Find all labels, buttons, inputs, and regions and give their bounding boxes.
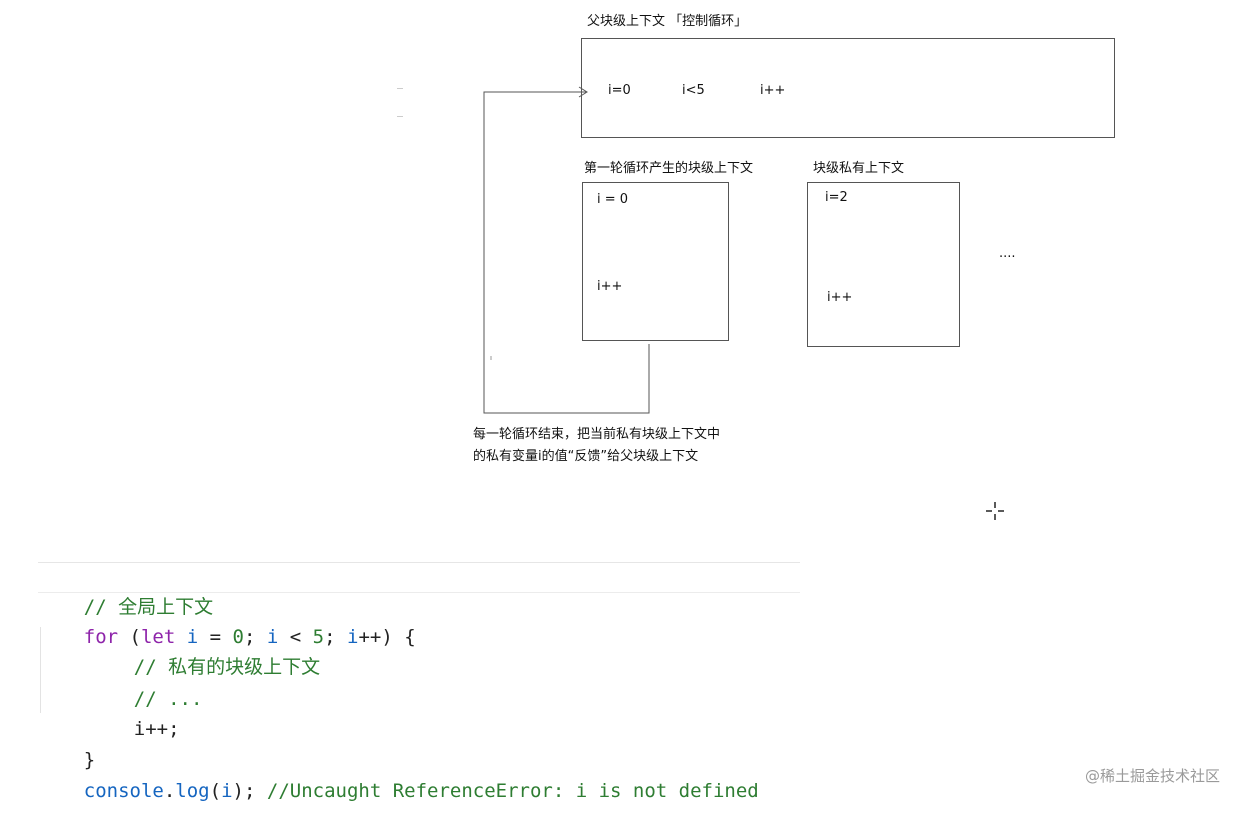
- first-block-title: 第一轮循环产生的块级上下文: [584, 161, 754, 176]
- private-block-title: 块级私有上下文: [813, 161, 905, 176]
- code-line-6: }: [38, 715, 95, 771]
- code-comment: // 全局上下文: [83, 596, 214, 618]
- first-block-var: i = 0: [597, 192, 629, 207]
- code-line-7: console.log(i); //Uncaught ReferenceErro…: [38, 746, 759, 802]
- code-line-separator: [38, 592, 800, 593]
- code-line-3: // 私有的块级上下文: [88, 622, 320, 678]
- private-block-box: i=2 i++: [807, 182, 960, 347]
- code-statement: i++;: [133, 718, 180, 740]
- parent-condition: i<5: [682, 83, 705, 98]
- feedback-note-line2: 的私有变量i的值“反馈”给父块级上下文: [473, 449, 699, 464]
- stray-mark: [397, 88, 403, 89]
- code-punct: ;: [324, 626, 348, 648]
- code-number: 0: [232, 626, 244, 648]
- code-punct: ;: [244, 626, 267, 648]
- code-operator: =: [198, 626, 233, 648]
- code-variable: i: [186, 626, 199, 648]
- code-punct: );: [232, 780, 256, 802]
- code-line-4: // ...: [88, 654, 203, 710]
- code-comment: //Uncaught ReferenceError: i is not defi…: [266, 780, 759, 802]
- first-block-box: i = 0 i++: [582, 182, 729, 341]
- code-number: 5: [312, 626, 325, 648]
- ellipsis: ....: [999, 246, 1016, 261]
- code-variable: i: [266, 626, 279, 648]
- crosshair-cursor-icon: [986, 502, 1004, 520]
- code-line-5: i++;: [88, 684, 180, 740]
- code-function: log: [175, 780, 210, 802]
- stray-mark: [490, 356, 492, 360]
- feedback-note-line1: 每一轮循环结束，把当前私有块级上下文中: [473, 427, 721, 442]
- private-block-var: i=2: [825, 190, 848, 205]
- watermark: @稀土掘金技术社区: [1084, 767, 1220, 785]
- code-punct: (: [209, 780, 222, 802]
- code-variable: i: [347, 626, 359, 648]
- code-comment: // ...: [133, 688, 203, 710]
- parent-increment: i++: [760, 83, 786, 98]
- code-space: [255, 780, 266, 802]
- code-line-2: for (let i = 0; i < 5; i++) {: [38, 592, 416, 648]
- code-keyword: for: [83, 626, 119, 648]
- parent-init: i=0: [608, 83, 631, 98]
- code-keyword: let: [140, 626, 176, 648]
- code-punct: .: [163, 780, 176, 802]
- code-comment: // 私有的块级上下文: [133, 656, 321, 678]
- code-brace: }: [83, 749, 96, 771]
- code-punct: (: [118, 626, 141, 648]
- code-object: console: [83, 780, 164, 802]
- private-block-incr: i++: [827, 290, 853, 305]
- stray-mark: [397, 116, 403, 117]
- parent-block-title: 父块级上下文 「控制循环」: [587, 14, 748, 29]
- code-line-1: // 全局上下文: [38, 562, 213, 618]
- parent-block-box: i=0 i<5 i++: [581, 38, 1115, 138]
- indent-guide: [40, 627, 41, 713]
- code-top-border: [38, 562, 800, 563]
- feedback-arrow: [483, 86, 650, 414]
- code-variable: i: [221, 780, 233, 802]
- code-punct: ++) {: [358, 626, 416, 648]
- code-operator: <: [278, 626, 313, 648]
- first-block-incr: i++: [597, 279, 623, 294]
